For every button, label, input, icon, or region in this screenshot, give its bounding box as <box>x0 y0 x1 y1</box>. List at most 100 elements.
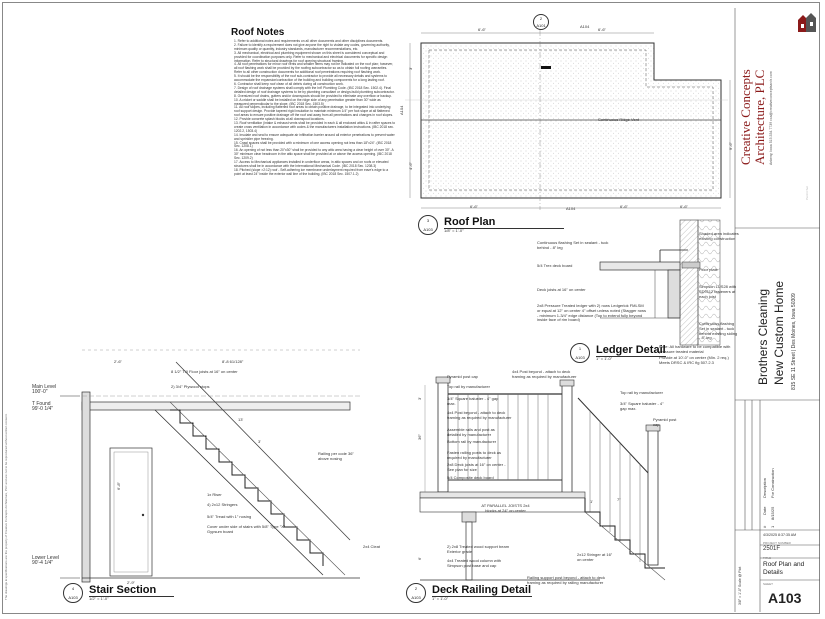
level-tfound-name: T Found <box>32 401 51 407</box>
stair-dim: 13' <box>238 417 244 422</box>
roof-note: 13. Roof ventilation (intake & exhaust v… <box>234 121 396 133</box>
roof-marker-top: A104 <box>580 24 590 29</box>
ledger-title: Ledger Detail <box>596 344 666 357</box>
stair-dim: 3' <box>258 439 261 444</box>
ledger-note: Provide at 10'-0" on center (Min. 2 req.… <box>659 355 729 365</box>
stair-callout: 2) 3/4" Plywood stops <box>171 384 210 389</box>
roof-dim: 9'-6" <box>728 142 733 150</box>
ledger-number: 1 <box>578 346 582 351</box>
stair-dim: 2'-9" <box>127 580 135 585</box>
roof-plan-scale: 1/8" = 1'-0" <box>444 228 464 234</box>
roof-plan-sheet: A103 <box>423 227 433 232</box>
stair-callout: 8 1/2" TJI Floor joists at 16" on center <box>171 369 238 374</box>
section-marker: 2 A101 <box>533 14 549 30</box>
deck-callout: Pyramid post cap <box>447 374 478 379</box>
deck-railing-drawing <box>419 376 666 581</box>
stair-callout: 4) 2x12 Stringers <box>207 502 238 507</box>
roof-note: 2. Failure to identify a requirement doe… <box>234 42 390 51</box>
roof-plan-drawing <box>405 30 731 210</box>
stair-section-drawing <box>60 349 360 583</box>
roof-note: 16. An opening of not less than 20"x30" … <box>234 148 394 161</box>
stair-callout: Railing per code 36" above nosing <box>318 451 354 461</box>
deck-callout: Bottom rail by manufacturer <box>447 439 497 444</box>
stair-bubble: 4 A103 <box>63 583 83 603</box>
deck-callout: 2x8 Deck joists at 16" on center - See p… <box>447 462 506 472</box>
stair-callout: 5/4" Tread with 1" nosing <box>207 514 252 519</box>
deck-number: 2 <box>414 586 418 591</box>
level-lower-elev: 90'-4 1/4" <box>32 559 54 566</box>
project-number-label: PROJECT NUMBER <box>763 541 791 545</box>
deck-callout: 2x12 Stringer at 16" on center <box>577 552 613 562</box>
deck-callout: Railing support post beyond - attach to … <box>527 575 606 585</box>
roof-dim: 6'-6" <box>620 204 628 209</box>
deck-callout: 5/4 Composite deck board <box>447 475 494 480</box>
roof-note: 18. Pitched (slope >2:12) roof - Self-ad… <box>234 167 389 176</box>
project-name-line2: New Custom Home <box>772 280 786 385</box>
roof-ridge-label: Continuous Ridge Vent <box>598 117 639 122</box>
sheet-number-label: SHEET <box>763 582 774 586</box>
level-main-name: Main Level <box>32 384 57 390</box>
revision-desc: For Construction <box>770 468 775 498</box>
ledger-callout: 2x8 Pressure Treated ledger with 2) rows… <box>537 303 647 323</box>
deck-callout: Top rail by manufacturer <box>447 384 490 389</box>
roof-note: 4. All roof penetrations for minor roof … <box>234 62 394 75</box>
ledger-titlemark: 1 A103 Ledger Detail 1" = 1'-0" <box>570 343 666 363</box>
deck-callout: 3/4" Square baluster - 4" gap max. <box>447 396 499 406</box>
revision-header-date: Date <box>762 506 767 515</box>
deck-callout: 4x4 Post beyond - attach to deck framing… <box>512 369 577 379</box>
deck-callout: 4x4 Treated wood column with Simpson pos… <box>447 558 502 568</box>
level-lower-name: Lower Level <box>32 555 59 561</box>
level-tfound-elev: 99'-0 1/4" <box>32 405 54 412</box>
ledger-detail-drawing <box>599 219 721 346</box>
scale-note: 3/8" = 1'-0" Scale @ Plot <box>738 566 742 605</box>
firm-address: Ankeny, Iowa 515.334.7739 cca@creativeco… <box>769 71 773 165</box>
stair-titlemark: 4 A103 Stair Section 1/2" = 1'-0" <box>63 583 174 603</box>
sheet-title-label: TITLE <box>763 556 772 560</box>
stair-callout: 2x4 Cleat <box>363 544 380 549</box>
stair-dim: 8'-8 61/128" <box>222 359 244 364</box>
sheet-title: Roof Plan and Details <box>763 561 805 576</box>
stair-callout: 1x Riser <box>207 492 222 497</box>
ledger-sheet: A103 <box>575 355 585 360</box>
ledger-callout: Simpson LUS28 with SD9112 fasteners at e… <box>699 284 737 299</box>
deck-callout: 4x4 Post beyond - attach to deck framing… <box>447 410 512 420</box>
roof-note: 6. Contractor shall keep roof clean of a… <box>234 81 344 86</box>
stair-sheet: A103 <box>68 595 78 600</box>
print-date: 4/3/2025 8:37:35 AM <box>763 533 797 537</box>
roof-note: 3. All mechanical, electrical and plumbi… <box>234 50 388 63</box>
level-main: Main Level 100'-0" <box>32 385 56 394</box>
roof-note: 17. Access to Mechanical appliances inst… <box>234 160 389 168</box>
roof-notes-title: Roof Notes <box>231 27 285 38</box>
deck-center-label: AT PARALLEL JOISTS 2x4 blocks at 24" on … <box>481 503 530 513</box>
ledger-callout: 5/4 Trex deck board <box>537 263 573 268</box>
level-tfound: T Found 99'-0 1/4" <box>32 402 53 411</box>
ledger-bubble: 1 A103 <box>570 343 590 363</box>
project-address: 815 SE 11 Street | Des Moines, Iowa 5030… <box>791 293 797 390</box>
stair-scale: 1/2" = 1'-0" <box>89 596 109 602</box>
deck-titlemark: 2 A103 Deck Railing Detail 1" = 1'-0" <box>406 583 532 603</box>
roof-plan-title: Roof Plan <box>444 216 496 229</box>
deck-dim: 36" <box>417 434 422 440</box>
deck-callout: 2) 2x8 Treated wood support beam Exterio… <box>447 544 510 554</box>
revision-num: 1 <box>770 525 775 528</box>
stair-callout: Cover under side of stairs with 5/8" Typ… <box>207 524 286 534</box>
roof-plan-number: 3 <box>426 218 430 223</box>
firm-logo <box>797 12 817 39</box>
ledger-callout: Shaded area indicates existing construct… <box>699 231 739 241</box>
section-marker-circle: 2 A101 <box>533 14 549 30</box>
ledger-callout: Continuous flashing Set in sealant - tuc… <box>699 321 738 341</box>
roof-note: 8. Oversized roof drains, gutters and/or… <box>234 93 392 98</box>
roof-notes-list: 1. Refer to additional notes and require… <box>234 39 396 177</box>
deck-title: Deck Railing Detail <box>432 584 532 597</box>
level-lower: Lower Level 90'-4 1/4" <box>32 556 59 565</box>
roof-marker-side: A104 <box>399 105 404 115</box>
roof-dim: 4'-6" <box>408 162 413 170</box>
deck-dim: 1' <box>590 499 593 504</box>
roof-note: 10. A cricket or saddle shall be install… <box>234 97 381 106</box>
roof-note: 7. Design of roof drainage systems shall… <box>234 85 395 94</box>
firm-logo-icon <box>798 13 816 32</box>
stair-number: 4 <box>71 586 75 591</box>
title-block-frame <box>734 8 820 612</box>
